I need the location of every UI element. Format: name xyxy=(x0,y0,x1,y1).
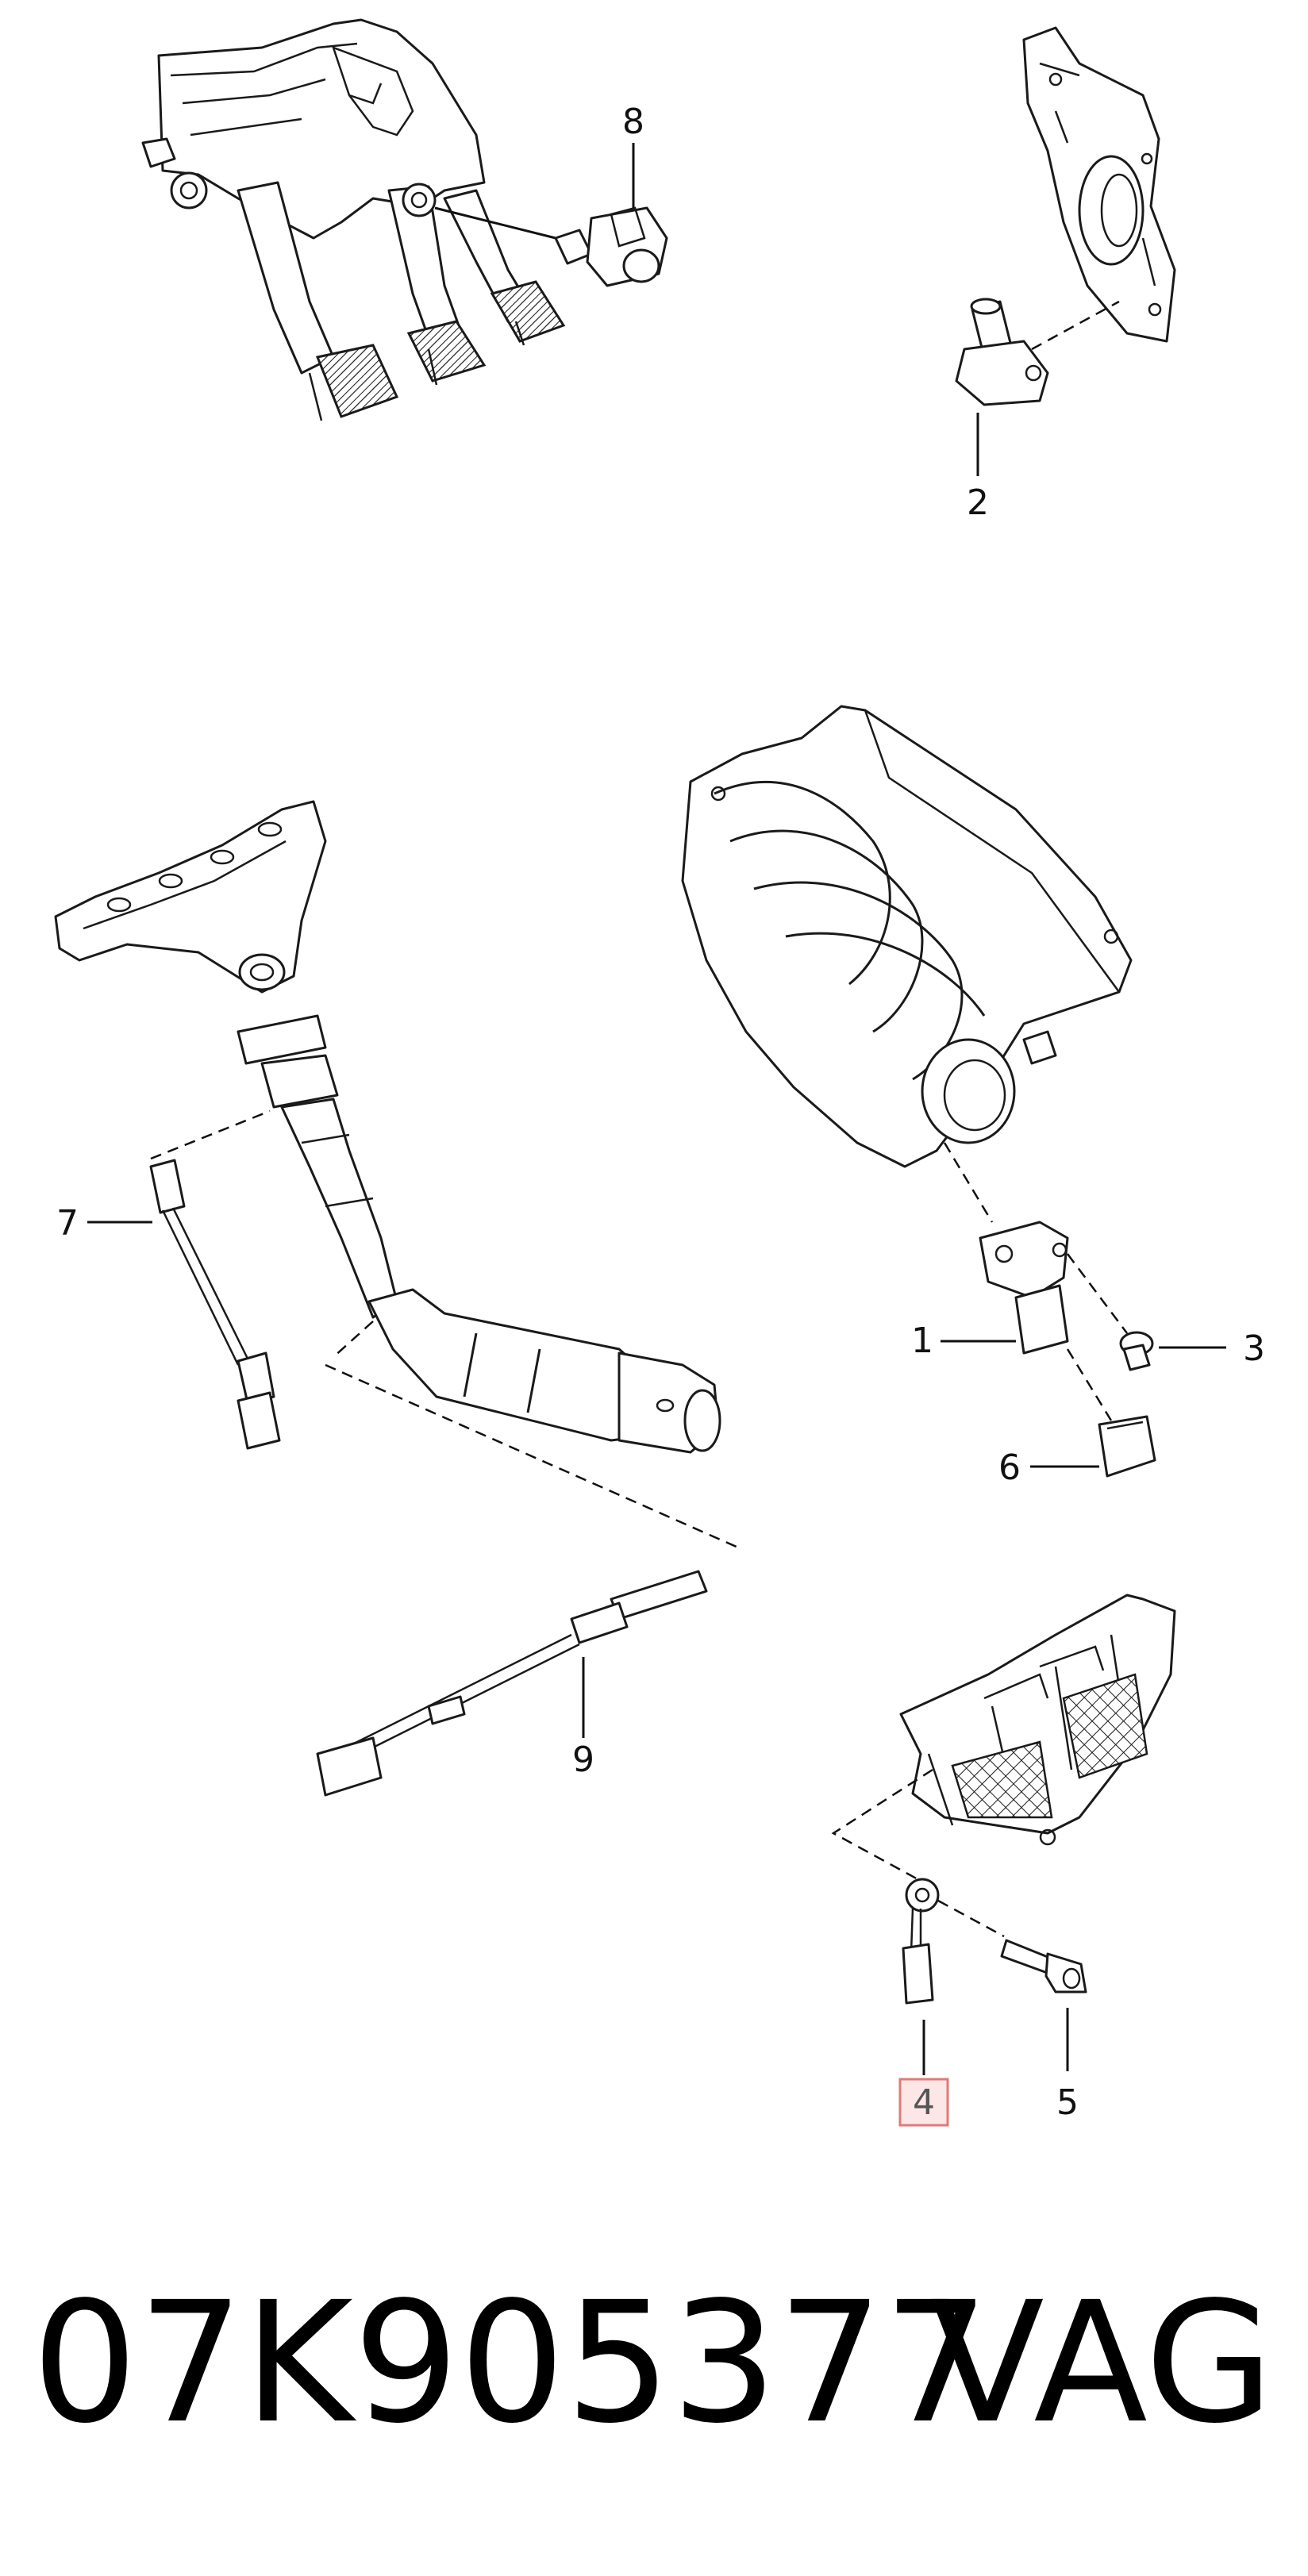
crankshaft-sensor-drawing xyxy=(955,298,1120,406)
callout-3[interactable]: 3 xyxy=(1243,1328,1265,1369)
lambda-sensor-7-drawing xyxy=(149,1109,281,1450)
callout-9[interactable]: 9 xyxy=(572,1740,594,1780)
brand-name: VAG xyxy=(930,2266,1274,2460)
timing-cover-drawing xyxy=(1022,26,1176,343)
pedal-assembly-drawing xyxy=(141,18,566,421)
lambda-sensor-9-drawing xyxy=(316,1321,739,1797)
callout-5[interactable]: 5 xyxy=(1056,2082,1079,2123)
callout-1[interactable]: 1 xyxy=(911,1321,933,1361)
callout-7[interactable]: 7 xyxy=(56,1203,79,1244)
callout-4-highlight[interactable]: 4 xyxy=(898,2078,949,2127)
callout-leaders xyxy=(87,143,1226,2075)
knock-sensor-drawing xyxy=(831,1768,1005,2005)
callout-2[interactable]: 2 xyxy=(967,483,989,523)
part-number: 07K905377 xyxy=(32,2266,990,2460)
callout-8[interactable]: 8 xyxy=(622,102,644,142)
callout-6[interactable]: 6 xyxy=(998,1448,1021,1488)
pressure-sensor-drawing xyxy=(943,1142,1128,1421)
bolt-3-drawing xyxy=(1119,1331,1154,1371)
bolt-5-drawing xyxy=(1000,1939,1087,1994)
heat-shield-drawing xyxy=(899,1594,1176,1846)
intake-manifold-drawing xyxy=(681,705,1133,1168)
exhaust-manifold-drawing xyxy=(54,800,721,1454)
connector-6-drawing xyxy=(1098,1415,1156,1478)
callout-4[interactable]: 4 xyxy=(913,2082,935,2123)
brake-light-switch-drawing xyxy=(434,206,668,287)
